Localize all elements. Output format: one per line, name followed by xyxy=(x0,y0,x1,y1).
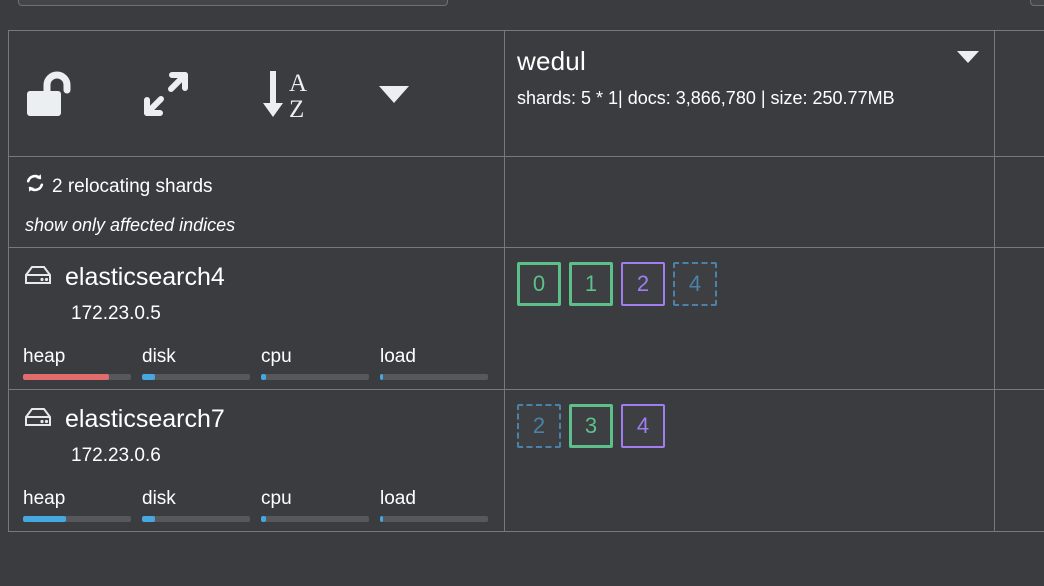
metric-fill xyxy=(142,374,155,380)
node-shards-cell-overflow xyxy=(995,248,1044,389)
toggle-lock-button[interactable] xyxy=(23,69,141,119)
metric-cpu: cpu xyxy=(261,487,380,522)
metric-label: disk xyxy=(142,488,176,509)
show-affected-indices-link[interactable]: show only affected indices xyxy=(25,215,236,235)
metric-label: cpu xyxy=(261,488,292,509)
relocating-cell: 2 relocating shards show only affected i… xyxy=(9,157,505,247)
toolbar-cell: A Z xyxy=(9,31,505,156)
index-meta: shards: 5 * 1| docs: 3,866,780 | size: 2… xyxy=(517,88,895,108)
node-shards-cell-overflow xyxy=(995,390,1044,531)
index-dropdown-button[interactable] xyxy=(956,49,980,70)
node-metrics: heap disk cpu xyxy=(23,345,499,380)
node-ip: 172.23.0.5 xyxy=(71,303,161,324)
table-row: elasticsearch7 172.23.0.6 heap disk xyxy=(9,390,1044,532)
relocating-text: 2 relocating shards xyxy=(52,176,213,197)
shard-box[interactable]: 3 xyxy=(569,404,613,448)
shard-box[interactable]: 0 xyxy=(517,262,561,306)
svg-text:Z: Z xyxy=(289,96,304,121)
node-info: elasticsearch4 172.23.0.5 heap disk xyxy=(9,248,504,389)
server-icon xyxy=(23,405,53,434)
metric-track xyxy=(23,516,131,522)
relocating-index-cell-overflow xyxy=(995,157,1044,247)
table-header-row: A Z wedul shards: 5 * 1| docs xyxy=(9,31,1044,157)
metric-label: heap xyxy=(23,488,66,509)
expand-arrows-icon xyxy=(141,69,191,119)
metric-fill xyxy=(380,374,384,380)
node-cell: elasticsearch4 172.23.0.5 heap disk xyxy=(9,248,505,389)
index-header-cell: wedul shards: 5 * 1| docs: 3,866,780 | s… xyxy=(505,31,995,156)
shard-box[interactable]: 2 xyxy=(517,404,561,448)
relocating-info: 2 relocating shards show only affected i… xyxy=(9,157,504,247)
cluster-overview-table: A Z wedul shards: 5 * 1| docs xyxy=(8,30,1044,532)
caret-down-icon xyxy=(377,83,411,105)
index-summary: wedul shards: 5 * 1| docs: 3,866,780 | s… xyxy=(505,31,994,156)
server-icon xyxy=(23,263,53,292)
node-ip: 172.23.0.6 xyxy=(71,445,161,466)
metric-label: load xyxy=(380,346,416,367)
metric-load: load xyxy=(380,345,499,380)
metric-track xyxy=(23,374,131,380)
relocating-status: 2 relocating shards xyxy=(25,173,504,201)
metric-label: disk xyxy=(142,346,176,367)
index-name: wedul xyxy=(517,46,586,76)
metric-fill xyxy=(23,374,110,380)
metric-label: heap xyxy=(23,346,66,367)
cluster-toolbar: A Z xyxy=(9,31,504,156)
metric-cpu: cpu xyxy=(261,345,380,380)
metric-fill xyxy=(23,516,67,522)
metric-track xyxy=(261,516,369,522)
expand-button[interactable] xyxy=(141,69,259,119)
relocating-row: 2 relocating shards show only affected i… xyxy=(9,157,1044,248)
metric-heap: heap xyxy=(23,345,142,380)
caret-down-icon xyxy=(956,51,980,69)
metric-track xyxy=(142,516,250,522)
toolbar-dropdown-button[interactable] xyxy=(377,83,495,105)
node-title[interactable]: elasticsearch4 xyxy=(23,262,504,292)
table-row: elasticsearch4 172.23.0.5 heap disk xyxy=(9,248,1044,390)
index-header-cell-overflow xyxy=(995,31,1044,156)
metric-fill xyxy=(142,516,155,522)
refresh-icon xyxy=(25,173,45,201)
metric-disk: disk xyxy=(142,487,261,522)
metric-fill xyxy=(261,374,267,380)
node-metrics: heap disk cpu xyxy=(23,487,499,522)
metric-track xyxy=(380,374,488,380)
relocating-index-cell xyxy=(505,157,995,247)
unlock-icon xyxy=(23,69,75,119)
node-cell: elasticsearch7 172.23.0.6 heap disk xyxy=(9,390,505,531)
shard-box[interactable]: 2 xyxy=(621,262,665,306)
metric-label: cpu xyxy=(261,346,292,367)
svg-text:A: A xyxy=(289,70,307,97)
sort-alpha-down-icon: A Z xyxy=(259,67,317,121)
shard-box[interactable]: 1 xyxy=(569,262,613,306)
metric-label: load xyxy=(380,488,416,509)
node-name: elasticsearch7 xyxy=(65,405,225,433)
metric-heap: heap xyxy=(23,487,142,522)
metric-disk: disk xyxy=(142,345,261,380)
metric-track xyxy=(142,374,250,380)
metric-track xyxy=(261,374,369,380)
metric-fill xyxy=(380,516,384,522)
node-info: elasticsearch7 172.23.0.6 heap disk xyxy=(9,390,504,531)
shard-box[interactable]: 4 xyxy=(673,262,717,306)
offscreen-panel-top-right xyxy=(1030,0,1044,6)
node-name: elasticsearch4 xyxy=(65,263,225,291)
metric-fill xyxy=(261,516,267,522)
node-title[interactable]: elasticsearch7 xyxy=(23,404,504,434)
metric-load: load xyxy=(380,487,499,522)
shard-box[interactable]: 4 xyxy=(621,404,665,448)
metric-track xyxy=(380,516,488,522)
sort-az-button[interactable]: A Z xyxy=(259,67,377,121)
offscreen-panel-top xyxy=(18,0,448,6)
